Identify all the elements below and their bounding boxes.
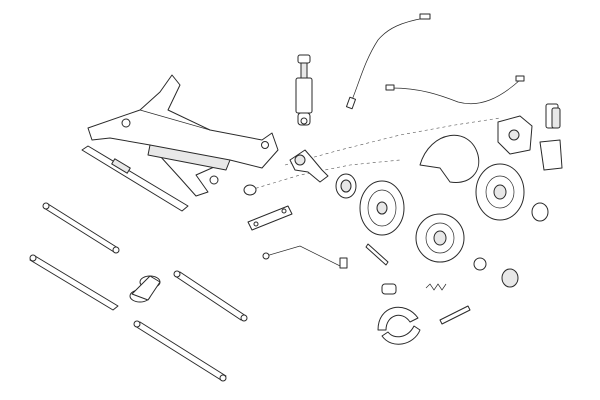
caliper-carrier-bracket[interactable] <box>539 139 563 171</box>
brake-caliper[interactable] <box>497 115 533 155</box>
wheel-bearing[interactable] <box>335 173 357 199</box>
bushing-bracket[interactable] <box>129 275 161 303</box>
brake-shoes[interactable] <box>377 306 421 345</box>
disc-splash-shield[interactable] <box>419 134 480 183</box>
handbrake-cable-lower[interactable] <box>385 75 525 105</box>
brake-hose-line[interactable] <box>262 245 348 269</box>
mounting-bracket-plate[interactable] <box>247 205 293 231</box>
stub-axle[interactable] <box>289 149 329 183</box>
brake-backing-plate[interactable] <box>359 180 405 236</box>
frame-bushing[interactable] <box>243 184 257 196</box>
trailing-link-lower-left[interactable] <box>29 254 119 311</box>
hub-nut[interactable] <box>473 257 487 271</box>
rear-axle-subframe[interactable] <box>87 74 279 197</box>
wheel-cylinder[interactable] <box>381 283 397 295</box>
lower-control-arm-bottom[interactable] <box>133 320 227 382</box>
wheel-cylinder-bolt[interactable] <box>365 243 389 266</box>
hub-dust-cap[interactable] <box>531 202 549 222</box>
handbrake-cable-upper[interactable] <box>345 13 431 110</box>
return-spring[interactable] <box>425 283 447 291</box>
brake-drum[interactable] <box>415 213 465 263</box>
shock-absorber[interactable] <box>295 54 313 126</box>
brake-disc-hub[interactable] <box>475 163 525 221</box>
shoe-adjuster-strut[interactable] <box>439 305 471 325</box>
trailing-link-upper-left[interactable] <box>42 202 120 254</box>
brake-pads[interactable] <box>545 103 561 129</box>
bearing-bush[interactable] <box>501 268 519 288</box>
assembly-guide-lines <box>249 117 501 191</box>
lower-control-arm-center[interactable] <box>173 270 248 322</box>
panhard-rod[interactable] <box>81 145 189 212</box>
